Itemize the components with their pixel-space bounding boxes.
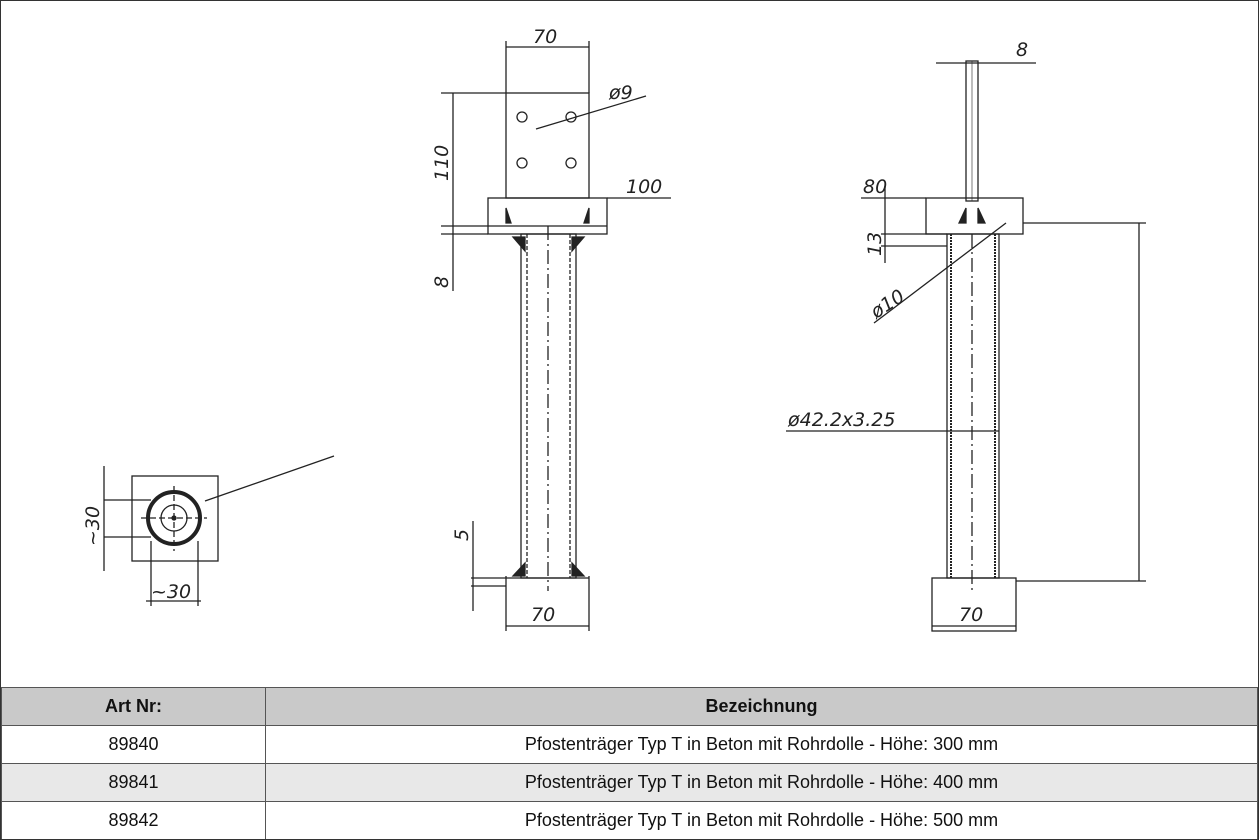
side-bottom-width: 70 xyxy=(959,604,983,626)
plate-height: 110 xyxy=(431,145,453,181)
base-width: 100 xyxy=(626,176,662,198)
base-thickness: 8 xyxy=(431,276,453,288)
weld-height: 13 xyxy=(864,232,886,256)
art-nr-cell: 89840 xyxy=(1,725,266,764)
top-view: ~30 ~30 xyxy=(82,455,335,606)
post-support-drawing: ~30 ~30 70 ø9 110 100 8 5 70 8 80 13 ø10… xyxy=(82,26,1146,632)
description-cell: Pfostenträger Typ T in Beton mit Rohrdol… xyxy=(265,801,1258,839)
front-bottom-width: 70 xyxy=(531,604,555,626)
bottom-gap: 5 xyxy=(451,529,473,541)
weld-dia: ø10 xyxy=(866,285,909,324)
fin-thickness: 8 xyxy=(1016,39,1028,61)
side-view: 8 80 13 ø10 ø42.2x3.25 70 xyxy=(786,39,1146,632)
hole-dia: ø9 xyxy=(608,82,633,104)
art-nr-cell: 89841 xyxy=(1,763,266,802)
top-w-label: ~30 xyxy=(151,581,191,603)
table-header: Art Nr:Bezeichnung xyxy=(1,687,1258,726)
top-h-label: ~30 xyxy=(82,506,104,546)
front-top-width: 70 xyxy=(533,26,557,48)
tube-dia: ø42.2x3.25 xyxy=(787,409,895,431)
art-nr-cell: 89842 xyxy=(1,801,266,839)
header-bezeichnung: Bezeichnung xyxy=(265,687,1258,726)
description-cell: Pfostenträger Typ T in Beton mit Rohrdol… xyxy=(265,725,1258,764)
side-plate-width: 80 xyxy=(863,176,887,198)
header-art-nr: Art Nr: xyxy=(1,687,266,726)
front-view: 70 ø9 110 100 8 5 70 xyxy=(431,26,671,631)
description-cell: Pfostenträger Typ T in Beton mit Rohrdol… xyxy=(265,763,1258,802)
